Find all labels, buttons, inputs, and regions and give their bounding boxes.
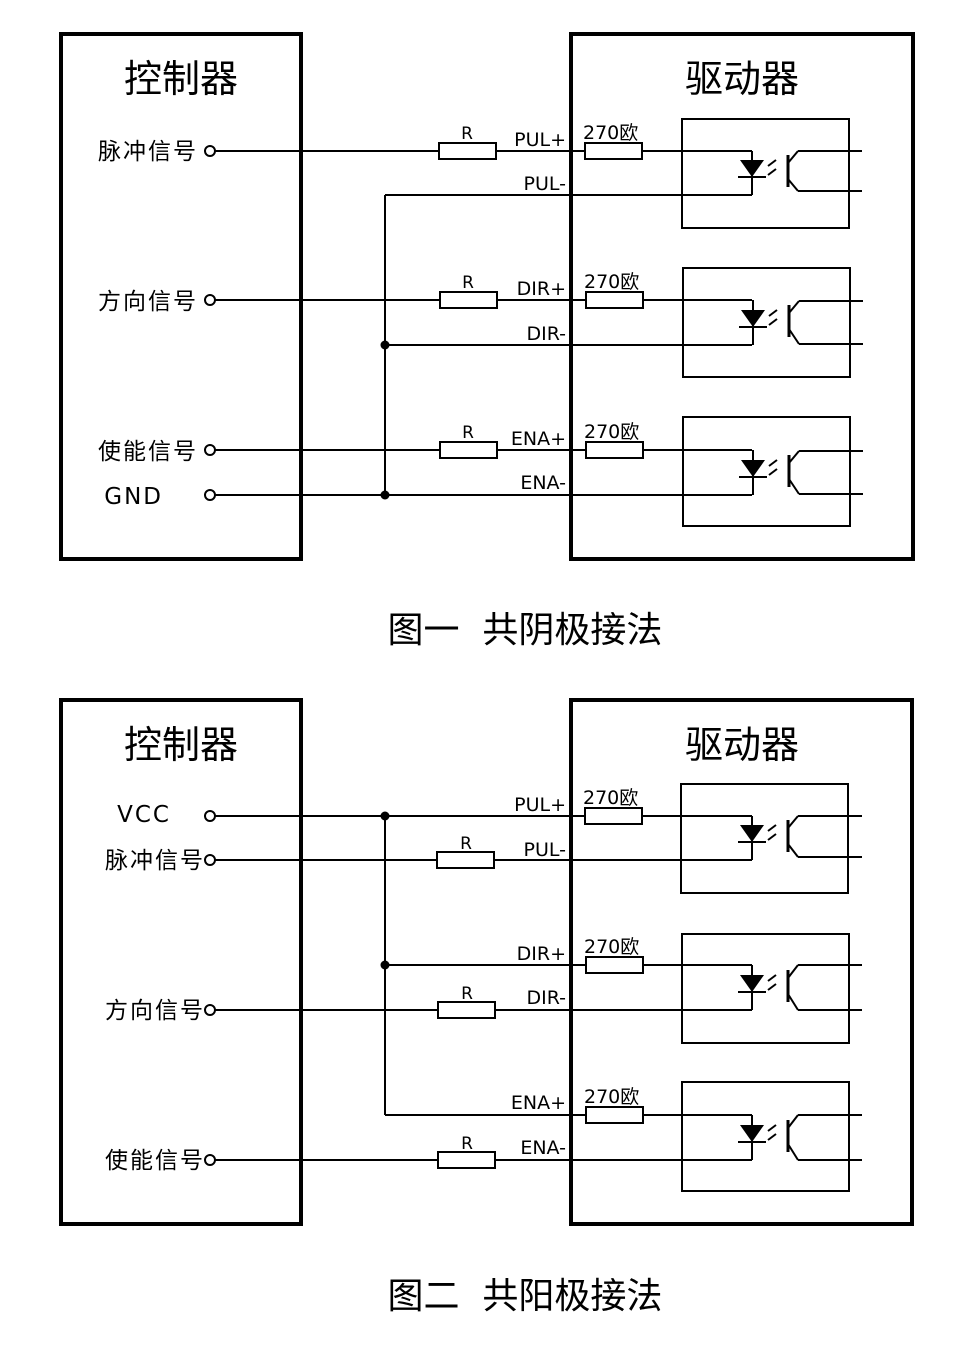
signal-label-enable: 使能信号 [98, 439, 198, 465]
pin-label-dir-plus: DIR+ [517, 943, 566, 965]
optocoupler-pul [680, 783, 862, 894]
driver-title: 驱动器 [685, 723, 799, 767]
terminal [204, 854, 216, 866]
controller-title: 控制器 [124, 723, 238, 767]
caption: 图一 共阴极接法 [388, 610, 663, 651]
terminal [204, 1154, 216, 1166]
terminal [204, 145, 216, 157]
resistor-r [438, 142, 497, 160]
terminal [204, 489, 216, 501]
signal-label-gnd: GND [104, 484, 163, 510]
resistor-r [439, 291, 498, 309]
internal-resistor-label: 270欧 [583, 122, 638, 144]
internal-resistor [584, 807, 643, 825]
pin-label-pul-plus: PUL+ [514, 129, 566, 151]
pin-label-pul-minus: PUL- [524, 839, 566, 861]
terminal [204, 1004, 216, 1016]
controller-title: 控制器 [124, 57, 238, 101]
signal-label-direction: 方向信号 [105, 998, 205, 1024]
signal-label-pulse: 脉冲信号 [98, 139, 198, 165]
resistor-label: R [461, 124, 473, 144]
internal-resistor-label: 270欧 [584, 421, 639, 443]
pin-label-dir-minus: DIR- [526, 323, 566, 345]
optocoupler-dir [682, 267, 863, 378]
resistor-label: R [462, 423, 474, 443]
optocoupler-ena [681, 1081, 862, 1192]
terminal [204, 294, 216, 306]
optocoupler-ena [682, 416, 863, 527]
pin-label-pul-minus: PUL- [524, 173, 566, 195]
driver-title: 驱动器 [685, 57, 799, 101]
internal-resistor [585, 1106, 644, 1124]
optocoupler-pul [681, 118, 862, 229]
signal-label-enable: 使能信号 [105, 1148, 205, 1174]
junction-dot [380, 811, 390, 821]
signal-label-direction: 方向信号 [98, 289, 198, 315]
pin-label-dir-minus: DIR- [526, 987, 566, 1009]
pin-label-ena-minus: ENA- [520, 472, 566, 494]
controller-box [59, 698, 303, 1226]
resistor-r [436, 851, 495, 869]
driver-box [569, 698, 914, 1226]
resistor-label: R [462, 273, 474, 293]
pin-label-dir-plus: DIR+ [517, 278, 566, 300]
diagram-common-cathode: 控制器 驱动器 脉冲信号 方向信号 使能信号 GND R R R 270欧 27… [59, 32, 915, 651]
resistor-label: R [460, 834, 472, 854]
internal-resistor [585, 291, 644, 309]
resistor-label: R [461, 984, 473, 1004]
resistor-r [437, 1151, 496, 1169]
pin-label-ena-plus: ENA+ [511, 428, 566, 450]
junction-dot [380, 340, 390, 350]
controller-box [59, 32, 303, 561]
internal-resistor-label: 270欧 [584, 1086, 639, 1108]
internal-resistor-label: 270欧 [584, 936, 639, 958]
internal-resistor-label: 270欧 [584, 271, 639, 293]
junction-dot [380, 490, 390, 500]
signal-label-vcc: VCC [117, 802, 171, 828]
terminal [204, 810, 216, 822]
internal-resistor-label: 270欧 [583, 787, 638, 809]
internal-resistor [585, 441, 644, 459]
internal-resistor [585, 956, 644, 974]
caption: 图二 共阳极接法 [388, 1276, 663, 1317]
pin-label-pul-plus: PUL+ [514, 794, 566, 816]
resistor-r [439, 441, 498, 459]
resistor-label: R [461, 1134, 473, 1154]
pin-label-ena-minus: ENA- [520, 1137, 566, 1159]
internal-resistor [584, 142, 643, 160]
optocoupler-dir [681, 933, 862, 1044]
driver-box [569, 32, 915, 561]
resistor-r [437, 1001, 496, 1019]
signal-label-pulse: 脉冲信号 [105, 848, 205, 874]
diagram-common-anode: 控制器 驱动器 VCC 脉冲信号 方向信号 使能信号 R R R 270欧 27… [59, 698, 914, 1317]
junction-dot [380, 960, 390, 970]
pin-label-ena-plus: ENA+ [511, 1092, 566, 1114]
terminal [204, 444, 216, 456]
